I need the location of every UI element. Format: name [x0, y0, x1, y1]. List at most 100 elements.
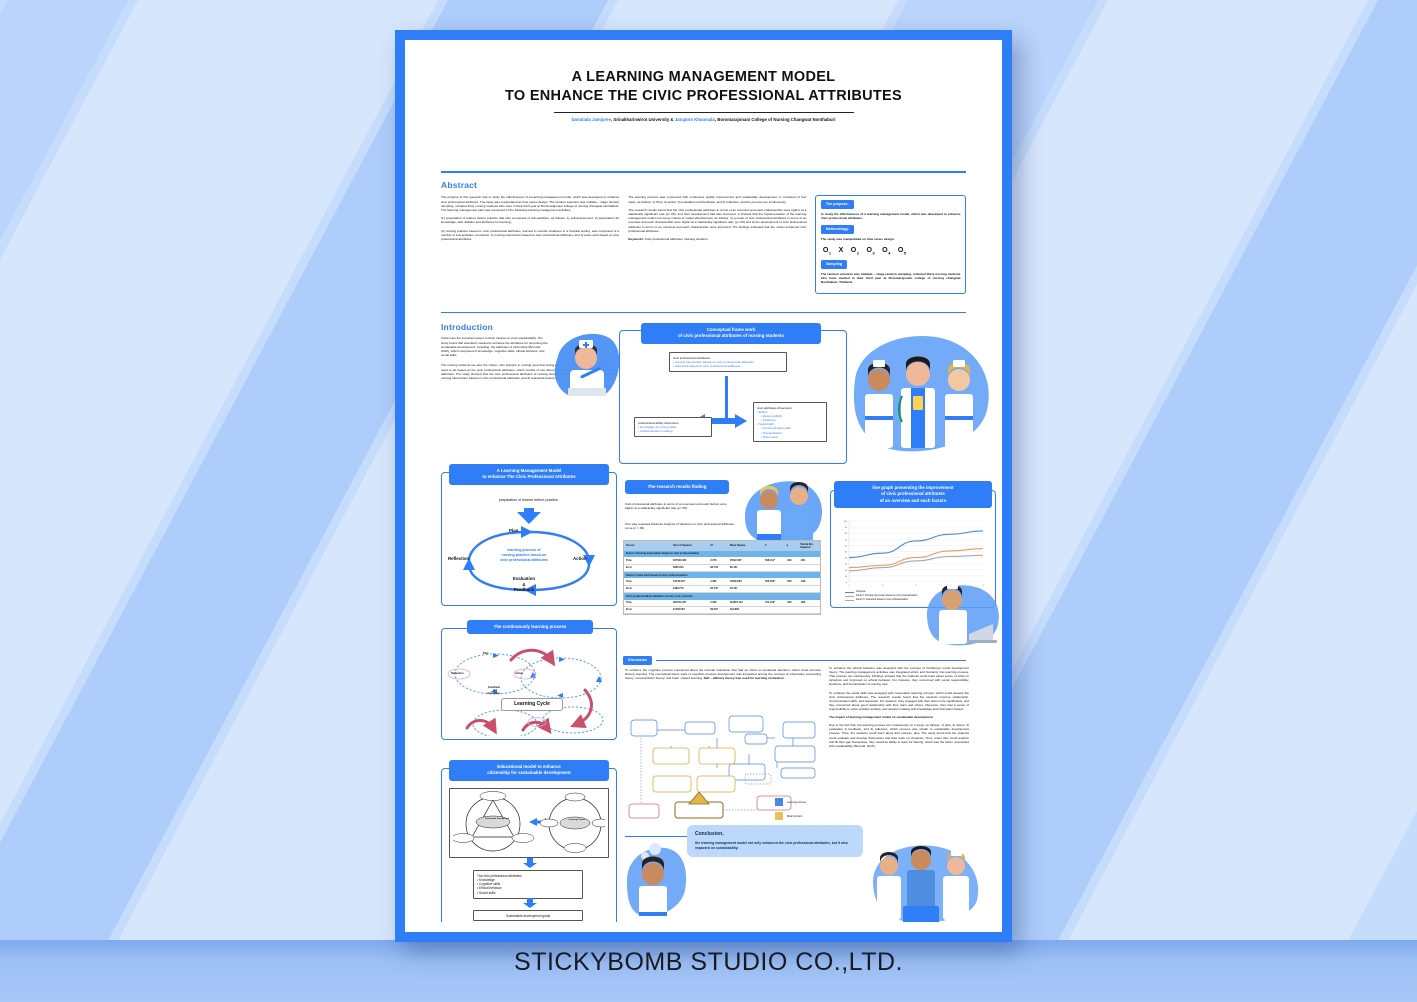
poster-header: A LEARNING MANAGEMENT MODEL TO ENHANCE T…	[405, 40, 1002, 123]
table-row: Time 187000.360 2.370 45522.407 568.311*…	[624, 557, 820, 565]
header-accent-bar	[441, 171, 966, 173]
discussion-col-1: To enhance the cognitive process concern…	[625, 668, 821, 681]
svg-text:70: 70	[845, 539, 848, 541]
education-banner-line1: Educational model to enhance	[497, 764, 561, 769]
learning-model-banner: A Learning Management Model to enhance T…	[449, 464, 609, 485]
cell	[784, 606, 799, 615]
cycle-label-reflection: Reflection	[448, 556, 470, 561]
footer-gradient-band	[0, 940, 1417, 1002]
education-attr-3: • Ethical behavior	[477, 886, 502, 891]
academic-poster: A LEARNING MANAGEMENT MODEL TO ENHANCE T…	[405, 40, 1002, 932]
table-row: Time 284704.467 2.393 110857.113 671.190…	[624, 599, 820, 607]
cell: 68.743	[708, 564, 728, 573]
conclusion-heading: Conclusion,	[695, 831, 724, 837]
discussion-rule	[656, 659, 966, 661]
cell: 5085.640	[671, 564, 709, 573]
discussion-c3-p2: To enhance the social skills was designe…	[829, 690, 969, 711]
concept-banner-line2: of civic professional attributes of nurs…	[678, 333, 784, 339]
table-group-row: Factor II: team work based-on civic prof…	[624, 571, 820, 579]
concept-prof-title: professional ability dimension	[638, 420, 679, 425]
cell: 1988.773	[671, 585, 709, 594]
table-row: Error 1988.773 66.745 29.797	[624, 585, 820, 594]
concept-civic-group-2: • Social skill	[757, 422, 774, 427]
group-label-1: Factor I: Nursing intervention based-on …	[624, 550, 820, 558]
results-table-wrap: Source Sum of Squares df Mean Square F p…	[623, 540, 821, 616]
chart-banner-line1: line graph presenting the improvement	[872, 485, 954, 490]
concept-civic-title: civic attributes dimension	[757, 405, 792, 410]
author-1-affiliation: , Srinakharinwirot University &	[610, 117, 675, 123]
pdca-cycle-diagram	[463, 508, 595, 596]
learning-model-panel	[441, 472, 617, 606]
table-header-row: Source Sum of Squares df Mean Square F p…	[624, 541, 820, 551]
table-row: Error 5085.640 68.743 80.101	[624, 564, 820, 573]
chart-banner-line3: of an overview and each factors	[879, 497, 947, 503]
cycle-eval-line3: Feedback	[513, 587, 535, 592]
discussion-col-3: To enhance the ethical behavior was desi…	[829, 666, 969, 752]
group-label-2: Factor II: team work based-on civic prof…	[624, 571, 820, 579]
cycle-center-line1: learning process of	[507, 548, 541, 552]
abstract-p2: (1) preparation of learner before practi…	[441, 216, 620, 225]
students-pair-illustration	[745, 481, 823, 544]
svg-text:80: 80	[845, 533, 848, 535]
legend-swatch-factor1	[845, 595, 854, 598]
svg-text:5: 5	[982, 585, 984, 587]
observation-sequence: O1 X O2 O3 O4 O5	[823, 246, 961, 256]
concept-attr-item-2: • teamwork based-on civic professional a…	[673, 363, 741, 368]
diagram-legend-brain: Brain function	[787, 815, 803, 818]
legend-label-overview: Overview	[856, 591, 866, 593]
introduction-p2: The nursing students are also the citize…	[441, 363, 617, 380]
learning-model-banner-line2: to enhance The Civic Professional Attrib…	[482, 474, 576, 480]
abstract-heading: Abstract	[441, 180, 478, 190]
continuous-cycle-diagram	[447, 648, 604, 736]
education-left-center-label: Sustainable development	[484, 818, 510, 820]
page-title: A LEARNING MANAGEMENT MODEL TO ENHANCE T…	[405, 68, 1002, 106]
group-label-3: Civic professionalism attributes in term…	[624, 592, 820, 600]
svg-text:60: 60	[845, 545, 848, 547]
cognitive-process-diagram	[628, 715, 816, 820]
cycle-eval-line1: Evaluation	[512, 576, 536, 581]
discussion-c1-bold: Self – efficacy theory was used for lear…	[703, 676, 785, 681]
learning-cycle-label: Learning Cycle	[501, 698, 563, 711]
concept-banner: Conceptual frame work of civic professio…	[641, 323, 821, 344]
obs-4: O4	[882, 246, 891, 256]
education-right-center-label: Learning Process	[568, 819, 586, 821]
abstract-column-1: The purpose of this research was to stud…	[441, 195, 619, 294]
line-chart: 010203040506070809010012345	[837, 518, 989, 592]
concept-box-professional-ability: professional ability dimension • knowled…	[634, 417, 712, 437]
svg-text:30: 30	[845, 564, 848, 566]
cell	[784, 585, 799, 594]
concept-box-attributes: civic professional attributes • nursing …	[669, 352, 787, 372]
concept-prof-item-1: • knowledge & nursing skills	[638, 424, 677, 429]
cell	[798, 585, 820, 594]
education-sdg-box: Sustainable development goals	[473, 910, 583, 922]
legend-swatch-overview	[845, 591, 854, 594]
concept-box-civic-attributes: civic attributes dimension • Ethics • Re…	[753, 402, 827, 443]
legend-label-factor1: Factor I: Nursing intervention based-on …	[856, 595, 918, 598]
learning-model-caption: preparation of learner before practice.	[498, 498, 560, 502]
continuous-node-reflection: Reflection	[451, 672, 464, 675]
cell	[784, 564, 799, 573]
continuous-node-feedback: Feedback & Evaluation	[477, 686, 511, 695]
cell: 34746.027	[671, 578, 709, 586]
cell: 284704.467	[671, 599, 709, 607]
purpose-methodology-box: The purpose: to study the effectiveness …	[815, 195, 966, 295]
abstract-p3: (2) nursing practice based on civic prof…	[441, 228, 620, 241]
table-row: Time 34746.027 2.382 15090.884 500.603* …	[624, 578, 820, 586]
results-banner: The research results finding	[625, 480, 729, 495]
cell: Time	[624, 599, 672, 607]
continuous-process-banner: The continuously learning process	[467, 620, 593, 635]
chart-svg: 010203040506070809010012345	[844, 520, 984, 587]
chart-banner-line2: of civic professional attributes	[881, 491, 945, 497]
discussion-tag: Discussion	[623, 656, 653, 665]
education-attr-title: The civic professional attributes	[477, 873, 522, 878]
abstract-section: Abstract The purpose of this research wa…	[441, 180, 966, 295]
legend-item-factor2: Factor II: Teamwork based-on civic profe…	[845, 599, 995, 602]
concept-attr-title: civic professional attributes	[673, 355, 711, 360]
education-attr-1: • Knowledge	[477, 877, 495, 882]
cell: Error	[624, 606, 672, 615]
results-table: Source Sum of Squares df Mean Square F p…	[624, 541, 820, 615]
purpose-text: to study the effectiveness of a learning…	[820, 211, 961, 220]
sampling-text: The random selection was multiple – stag…	[820, 271, 961, 285]
methodology-tag: Methodology:	[820, 225, 855, 234]
nurse-laptop-illustration	[927, 583, 999, 646]
